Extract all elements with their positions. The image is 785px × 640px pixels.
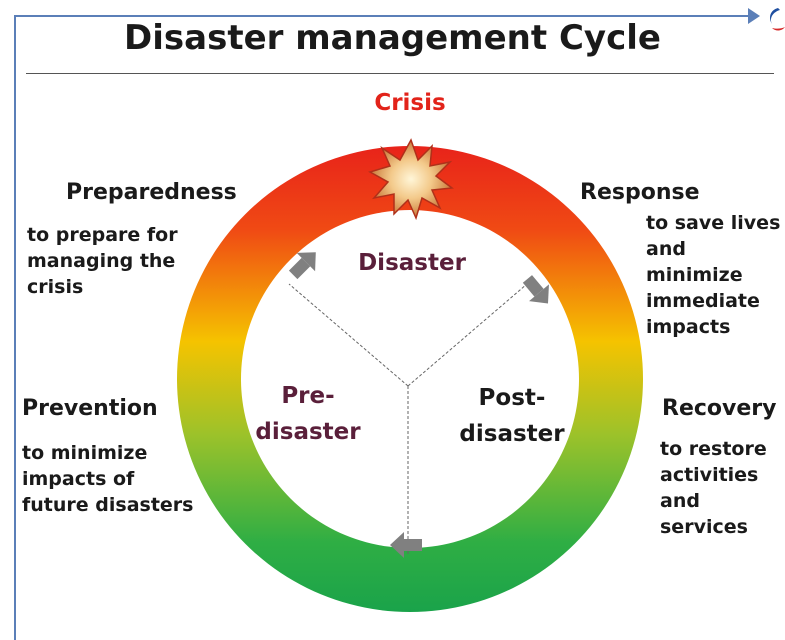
- response-desc-line: minimize: [646, 264, 743, 286]
- arrow-to-disaster-icon: [288, 252, 316, 280]
- post-disaster-label: Post- disaster: [452, 380, 572, 452]
- logo-icon: [770, 8, 785, 31]
- preparedness-desc-line: crisis: [27, 276, 84, 298]
- pre-disaster-line-1: Pre-: [281, 383, 335, 409]
- recovery-desc-line: to restore: [660, 438, 767, 460]
- divider-line-right: [407, 283, 528, 387]
- page-title: Disaster management Cycle: [124, 18, 661, 58]
- response-desc-line: immediate: [646, 290, 760, 312]
- post-disaster-line-1: Post-: [478, 385, 546, 411]
- prevention-desc-line: to minimize: [22, 442, 148, 464]
- prevention-title: Prevention: [22, 396, 158, 421]
- pre-disaster-line-2: disaster: [255, 419, 361, 445]
- response-desc: to save lives and minimize immediate imp…: [646, 210, 780, 340]
- preparedness-desc: to prepare for managing the crisis: [27, 222, 178, 300]
- frame-arrow-icon: [748, 8, 760, 24]
- crisis-label: Crisis: [374, 90, 446, 116]
- arrow-to-pre-disaster-icon: [390, 532, 422, 558]
- response-desc-line: and: [646, 238, 686, 260]
- disaster-label: Disaster: [358, 250, 466, 276]
- preparedness-desc-line: managing the: [27, 250, 176, 272]
- response-desc-line: to save lives: [646, 212, 781, 234]
- prevention-desc-line: future disasters: [22, 494, 194, 516]
- frame-top-line: [14, 15, 754, 17]
- post-disaster-line-2: disaster: [459, 421, 565, 447]
- recovery-desc: to restore activities and services: [660, 436, 767, 540]
- recovery-desc-line: and: [660, 490, 700, 512]
- response-desc-line: impacts: [646, 316, 731, 338]
- recovery-desc-line: services: [660, 516, 748, 538]
- prevention-desc-line: impacts of: [22, 468, 135, 490]
- recovery-desc-line: activities: [660, 464, 759, 486]
- divider-line-left: [288, 283, 409, 387]
- preparedness-title: Preparedness: [66, 180, 237, 205]
- frame-left-line: [14, 15, 16, 640]
- preparedness-desc-line: to prepare for: [27, 224, 178, 246]
- response-title: Response: [580, 180, 700, 205]
- pre-disaster-label: Pre- disaster: [248, 378, 368, 450]
- arrow-to-post-disaster-icon: [522, 275, 549, 304]
- crisis-burst-icon: [368, 138, 454, 221]
- title-divider: [26, 73, 774, 74]
- prevention-desc: to minimize impacts of future disasters: [22, 440, 193, 518]
- recovery-title: Recovery: [662, 396, 777, 421]
